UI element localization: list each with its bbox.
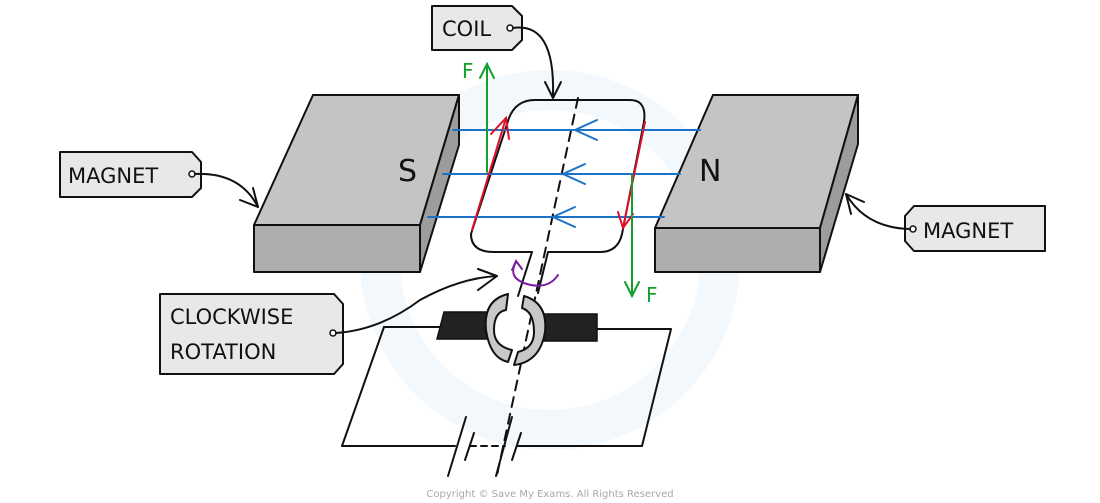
copyright-notice: Copyright © Save My Exams. All Rights Re… — [426, 489, 673, 500]
force-down-head — [624, 281, 640, 299]
magnet-north-side — [819, 94, 859, 273]
magnet-north-front — [654, 227, 821, 273]
field-arrowhead — [560, 163, 586, 185]
magnet-south-side — [419, 94, 460, 273]
field-arrowhead — [572, 119, 598, 141]
label-rotation-line1: CLOCKWISE — [170, 305, 293, 329]
label-coil: COIL — [442, 17, 491, 41]
coil-loop — [470, 99, 646, 253]
label-tag-clockwise-rotation: CLOCKWISE ROTATION — [159, 268, 498, 375]
force-arrows — [479, 61, 640, 299]
current-down-head — [617, 211, 634, 231]
magnet-south: S — [253, 94, 460, 273]
current-down — [622, 121, 646, 229]
force-up-head — [479, 61, 495, 79]
label-tag-magnet-right: MAGNET — [845, 193, 1046, 252]
circuit-wires — [341, 326, 672, 447]
current-up-head — [490, 115, 510, 140]
pole-label-north: N — [699, 154, 721, 189]
force-label-down: F — [646, 283, 658, 307]
split-ring-commutator — [484, 293, 547, 366]
field-arrowhead — [550, 206, 576, 228]
label-rotation-line2: ROTATION — [170, 340, 276, 364]
current-arrows — [471, 115, 646, 231]
magnet-south-front — [253, 224, 421, 273]
cell-battery — [447, 416, 522, 477]
label-tag-coil: COIL — [431, 5, 562, 99]
rotation-arrow — [511, 259, 559, 287]
label-tag-magnet-left: MAGNET — [59, 151, 259, 208]
label-magnet-left: MAGNET — [68, 164, 158, 188]
brush-right — [539, 313, 598, 342]
brush-left — [436, 311, 493, 340]
pole-label-south: S — [398, 154, 417, 189]
current-up — [471, 117, 507, 231]
force-label-up: F — [462, 59, 474, 83]
label-magnet-right: MAGNET — [923, 219, 1013, 243]
magnet-north: N — [654, 94, 859, 273]
